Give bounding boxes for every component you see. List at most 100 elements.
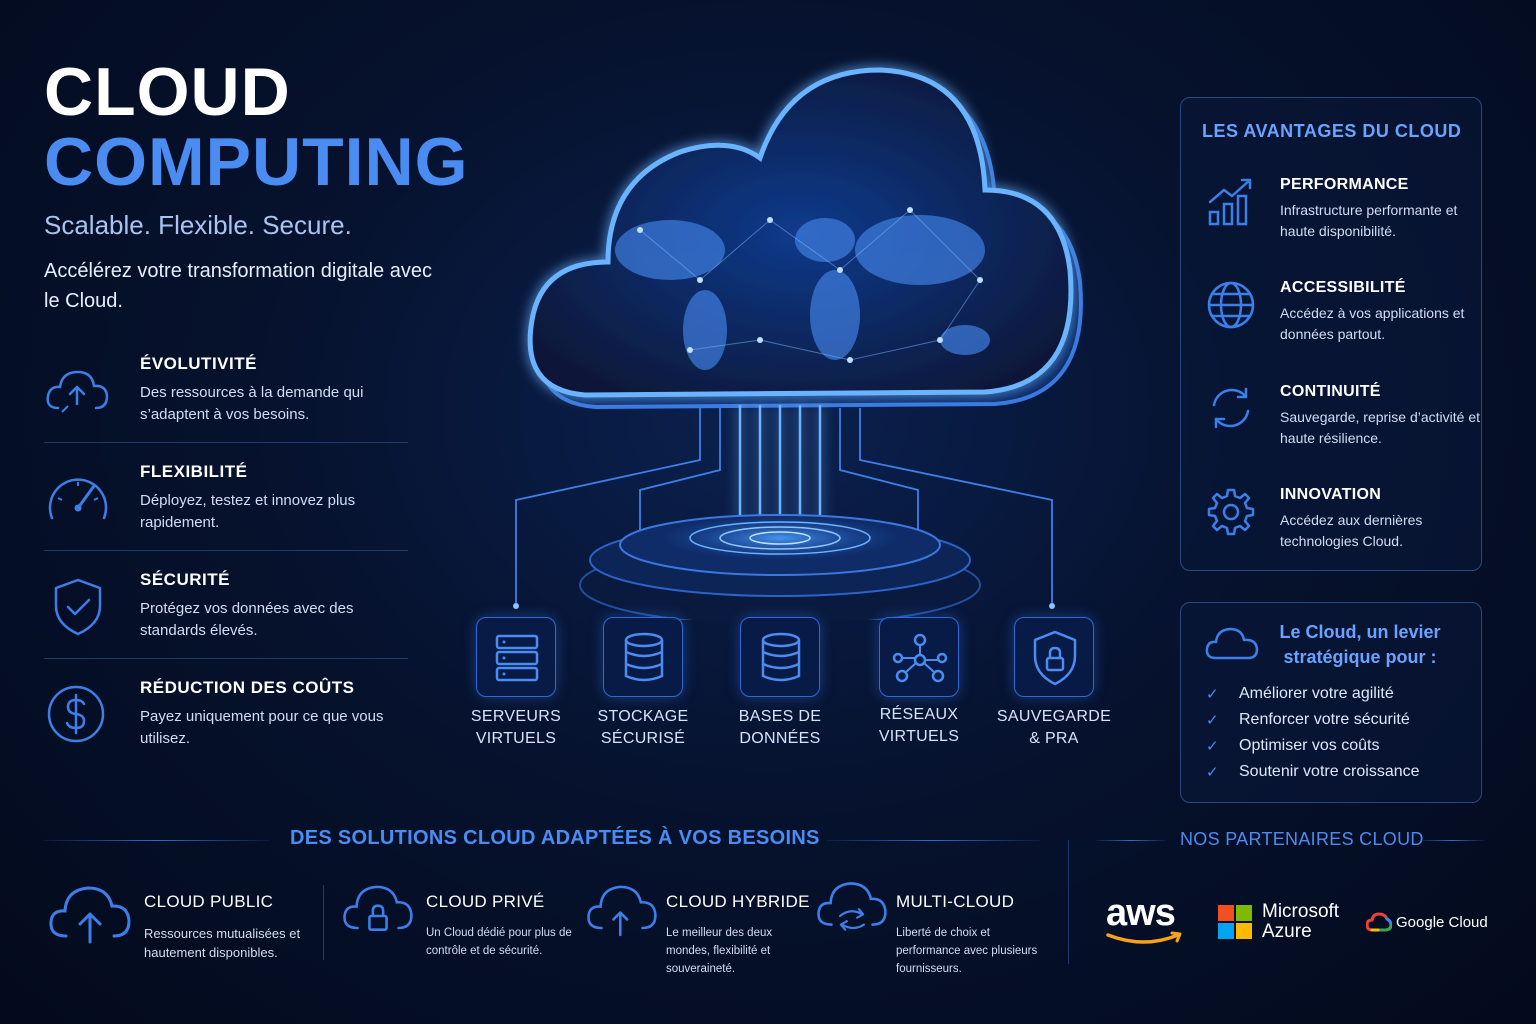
solution-multi-cloud: MULTI-CLOUD Liberté de choix et performa…: [816, 880, 1056, 975]
solution-title: CLOUD PUBLIC: [144, 892, 274, 911]
feature-desc: Des ressources à la demande qui s’adapte…: [140, 384, 364, 423]
solution-hybrid-cloud: CLOUD HYBRIDE Le meilleur des deux monde…: [586, 880, 816, 975]
advantage-performance: PERFORMANCE Infrastructure performante e…: [1206, 176, 1476, 256]
section-divider: [826, 840, 1040, 841]
intro-text: Accélérez votre transformation digitale …: [44, 260, 432, 312]
partners-title: NOS PARTENAIRES CLOUD: [1180, 829, 1424, 849]
advantage-title: INNOVATION: [1280, 486, 1382, 503]
aws-smile-icon: [1106, 931, 1182, 944]
lever-item: ✓ Améliorer votre agilité: [1206, 685, 1394, 703]
microsoft-logo: [1218, 905, 1252, 939]
advantage-desc: Accédez aux dernières technologies Cloud…: [1280, 512, 1423, 549]
lever-panel: [1180, 602, 1482, 803]
service-backup[interactable]: [1014, 617, 1094, 697]
check-icon: ✓: [1206, 686, 1219, 703]
advantage-accessibility: ACCESSIBILITÉ Accédez à vos applications…: [1206, 279, 1476, 359]
solutions-title: DES SOLUTIONS CLOUD ADAPTÉES À VOS BESOI…: [290, 827, 820, 849]
title-line2: COMPUTING: [44, 124, 469, 200]
solution-title: CLOUD PRIVÉ: [426, 892, 545, 911]
lever-item: ✓ Optimiser vos coûts: [1206, 737, 1380, 755]
chart-up-icon: [1208, 178, 1252, 226]
feature-title: FLEXIBILITÉ: [140, 462, 248, 481]
advantage-desc: Accédez à vos applications et données pa…: [1280, 305, 1465, 342]
dollar-icon: [47, 685, 105, 743]
feature-desc: Payez uniquement pour ce que vous utilis…: [140, 708, 384, 747]
feature-cost-reduction: RÉDUCTION DES COÛTS Payez uniquement pou…: [44, 678, 408, 774]
section-divider: [44, 840, 270, 841]
service-virtual-servers[interactable]: [476, 617, 556, 697]
microsoft-azure-label: Microsoft Azure: [1262, 901, 1340, 942]
advantages-panel: [1180, 97, 1482, 571]
solution-desc: Le meilleur des deux mondes, flexibilité…: [666, 927, 773, 975]
partner-google-cloud[interactable]: Google Cloud: [1366, 910, 1488, 938]
title-line1: CLOUD: [44, 54, 291, 130]
gear-icon: [1207, 488, 1255, 536]
advantage-title: CONTINUITÉ: [1280, 383, 1381, 400]
service-secure-storage[interactable]: [603, 617, 683, 697]
network-icon: [892, 633, 948, 683]
feature-title: SÉCURITÉ: [140, 570, 230, 589]
cloud-hybrid-icon: [587, 885, 657, 937]
google-cloud-label: Google Cloud: [1396, 914, 1488, 931]
solution-private-cloud: CLOUD PRIVÉ Un Cloud dédié pour plus de …: [342, 880, 572, 970]
cloud-scale-icon: [46, 370, 109, 413]
speedometer-icon: [48, 478, 108, 520]
feature-flexibility: FLEXIBILITÉ Déployez, testez et innovez …: [44, 462, 408, 558]
advantage-innovation: INNOVATION Accédez aux dernières technol…: [1206, 486, 1476, 566]
globe-icon: [1207, 281, 1255, 329]
sync-icon: [1212, 387, 1250, 429]
feature-desc: Protégez vos données avec des standards …: [140, 600, 354, 639]
lever-item: ✓ Soutenir votre croissance: [1206, 763, 1420, 781]
advantage-continuity: CONTINUITÉ Sauvegarde, reprise d’activit…: [1206, 383, 1480, 463]
aws-logo: aws: [1106, 892, 1176, 934]
advantage-title: PERFORMANCE: [1280, 176, 1409, 193]
partner-microsoft-azure[interactable]: Microsoft Azure: [1218, 902, 1348, 944]
service-virtual-networks[interactable]: [879, 617, 959, 697]
check-icon: ✓: [1206, 738, 1219, 755]
storage-icon: [624, 632, 664, 682]
solution-title: CLOUD HYBRIDE: [666, 892, 810, 911]
lever-item: ✓ Renforcer votre sécurité: [1206, 711, 1410, 729]
cloud-lock-icon: [343, 885, 413, 931]
feature-desc: Déployez, testez et innovez plus rapidem…: [140, 492, 356, 531]
feature-divider: [44, 550, 408, 551]
advantage-desc: Infrastructure performante et haute disp…: [1280, 202, 1458, 239]
advantage-title: ACCESSIBILITÉ: [1280, 279, 1406, 296]
lever-title: Le Cloud, un levier stratégique pour :: [1279, 622, 1441, 667]
shield-check-icon: [54, 578, 102, 636]
cloud-icon: [1205, 627, 1259, 660]
backup-shield-icon: [1033, 630, 1077, 686]
feature-title: ÉVOLUTIVITÉ: [140, 354, 257, 373]
google-cloud-logo: [1366, 912, 1392, 932]
solution-vdivider: [323, 885, 324, 960]
service-label: SAUVEGARDE& PRA: [996, 708, 1112, 747]
cloud-illustration: [513, 67, 1083, 620]
section-divider: [1096, 840, 1166, 841]
section-divider: [1420, 840, 1484, 841]
service-databases[interactable]: [740, 617, 820, 697]
feature-divider: [44, 442, 408, 443]
solution-title: MULTI-CLOUD: [896, 892, 1015, 911]
solution-desc: Ressources mutualisées et hautement disp…: [144, 926, 301, 960]
feature-title: RÉDUCTION DES COÛTS: [140, 678, 355, 697]
solution-desc: Liberté de choix et performance avec plu…: [896, 927, 1038, 975]
advantage-desc: Sauvegarde, reprise d’activité et haute …: [1280, 409, 1480, 446]
world-map: [615, 215, 990, 370]
check-icon: ✓: [1206, 712, 1219, 729]
section-vdivider: [1068, 840, 1069, 964]
server-icon: [495, 634, 539, 682]
partner-aws[interactable]: aws: [1106, 893, 1190, 953]
solution-public-cloud: CLOUD PUBLIC Ressources mutualisées et h…: [48, 880, 318, 970]
solution-desc: Un Cloud dédié pour plus de contrôle et …: [426, 927, 572, 957]
database-icon: [761, 632, 801, 682]
tagline: Scalable. Flexible. Secure.: [44, 210, 352, 240]
check-icon: ✓: [1206, 764, 1219, 781]
multi-cloud-icon: [817, 882, 887, 931]
feature-divider: [44, 658, 408, 659]
cloud-upload-icon: [49, 886, 131, 944]
feature-security: SÉCURITÉ Protégez vos données avec des s…: [44, 570, 408, 666]
